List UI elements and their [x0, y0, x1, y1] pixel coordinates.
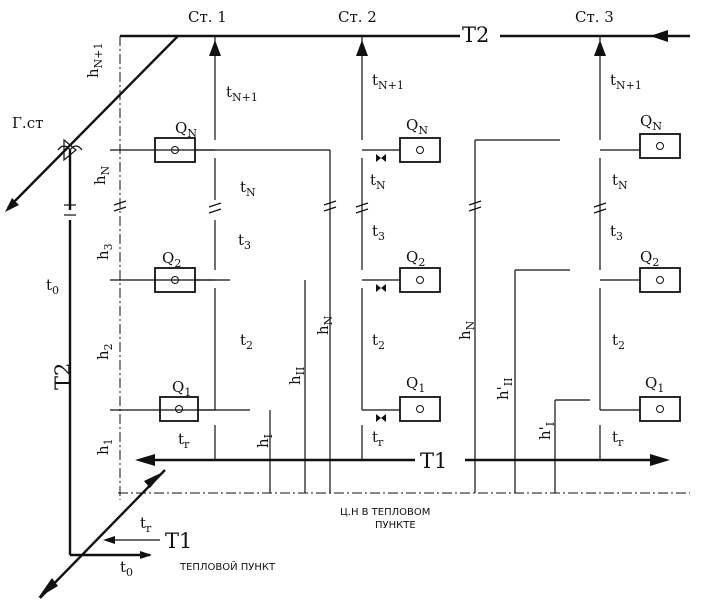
diagonal-return-pipe	[5, 35, 179, 212]
riser-2-q1-label: Q1	[406, 374, 425, 395]
riser-2-qn-label: QN	[406, 116, 428, 137]
radiator-qn-2	[399, 137, 441, 163]
riser-1-tn1-label: tN+1	[226, 83, 258, 104]
return-main-label: T2	[462, 23, 489, 47]
riser-2-t3-label: t3	[372, 222, 385, 243]
riser-1-title: Ст. 1	[188, 8, 227, 26]
riser-1-t2-label: t2	[240, 331, 253, 352]
riser-2-q2-label: Q2	[406, 248, 425, 269]
radiator-q1-2	[399, 396, 441, 422]
dimension-lines	[110, 36, 690, 500]
h-n1-label: hN+1	[84, 42, 105, 78]
h-2-label: h2	[94, 343, 115, 360]
hi-b-label: h'I	[536, 422, 557, 440]
riser-1-tn-label: tN	[240, 178, 256, 199]
radiator-q1-3	[639, 396, 681, 422]
hn-a-label: hN	[314, 315, 335, 335]
riser-3-q2-label: Q2	[640, 248, 659, 269]
riser-3-tr-label: tr	[612, 428, 624, 449]
bottom-supply-label: T1	[165, 529, 192, 553]
riser-3-tn1-label: tN+1	[610, 71, 642, 92]
riser-3	[593, 36, 681, 460]
riser-3-t3-label: t3	[610, 222, 623, 243]
heat-point-arrows	[75, 536, 160, 559]
return-main-t2	[120, 30, 690, 42]
radiator-q2-2	[399, 267, 441, 293]
h-n-label: hN	[91, 165, 112, 185]
riser-3-tn-label: tN	[612, 171, 628, 192]
hn-b-label: hN	[456, 320, 477, 340]
riser-2-title: Ст. 2	[338, 8, 377, 26]
riser-2	[355, 36, 441, 460]
radiator-q2-3	[639, 267, 681, 293]
riser-1-q1-label: Q1	[172, 378, 191, 399]
riser-2-tn-label: tN	[370, 171, 386, 192]
gst-label: Г.ст	[12, 114, 43, 132]
cn-caption-2: ПУНКТЕ	[375, 520, 416, 531]
riser-2-t2-label: t2	[372, 331, 385, 352]
riser-1-t3-label: t3	[238, 231, 251, 252]
h-1-label: h1	[94, 438, 115, 455]
valve-icon	[376, 414, 386, 422]
t0-bottom-label: t0	[120, 558, 133, 579]
diagonal-supply-pipe	[38, 469, 166, 599]
heat-point-caption: ТЕПЛОВОЙ ПУНКТ	[179, 560, 276, 573]
supply-main-t1	[135, 454, 670, 466]
riser-3-t2-label: t2	[612, 331, 625, 352]
valve-icon	[376, 154, 386, 162]
h-3-label: h3	[94, 243, 115, 260]
riser-3-q1-label: Q1	[645, 374, 664, 395]
t0-left-label: t0	[46, 276, 59, 297]
gst-valve-icon	[57, 138, 83, 162]
hii-a-label: hII	[286, 367, 307, 385]
valve-icon	[376, 284, 386, 292]
vertical-main-label: T2	[51, 363, 75, 390]
radiator-q1-1	[159, 396, 199, 422]
riser-2-tr-label: tr	[372, 428, 384, 449]
hi-a-label: hI	[254, 434, 275, 448]
hii-b-label: h'II	[494, 378, 515, 401]
radiator-qn-3	[639, 133, 681, 159]
riser-2-tn1-label: tN+1	[372, 71, 404, 92]
supply-main-label: T1	[420, 449, 447, 473]
riser-3-qn-label: QN	[640, 112, 662, 133]
riser-1-tr-label: tr	[178, 430, 190, 451]
riser-3-title: Ст. 3	[575, 8, 614, 26]
riser-1-qn-label: QN	[175, 119, 197, 140]
riser-1-q2-label: Q2	[162, 249, 181, 270]
tr-bottom-label: tr	[140, 514, 152, 535]
cn-caption-1: Ц.Н В ТЕПЛОВОМ	[340, 507, 430, 518]
